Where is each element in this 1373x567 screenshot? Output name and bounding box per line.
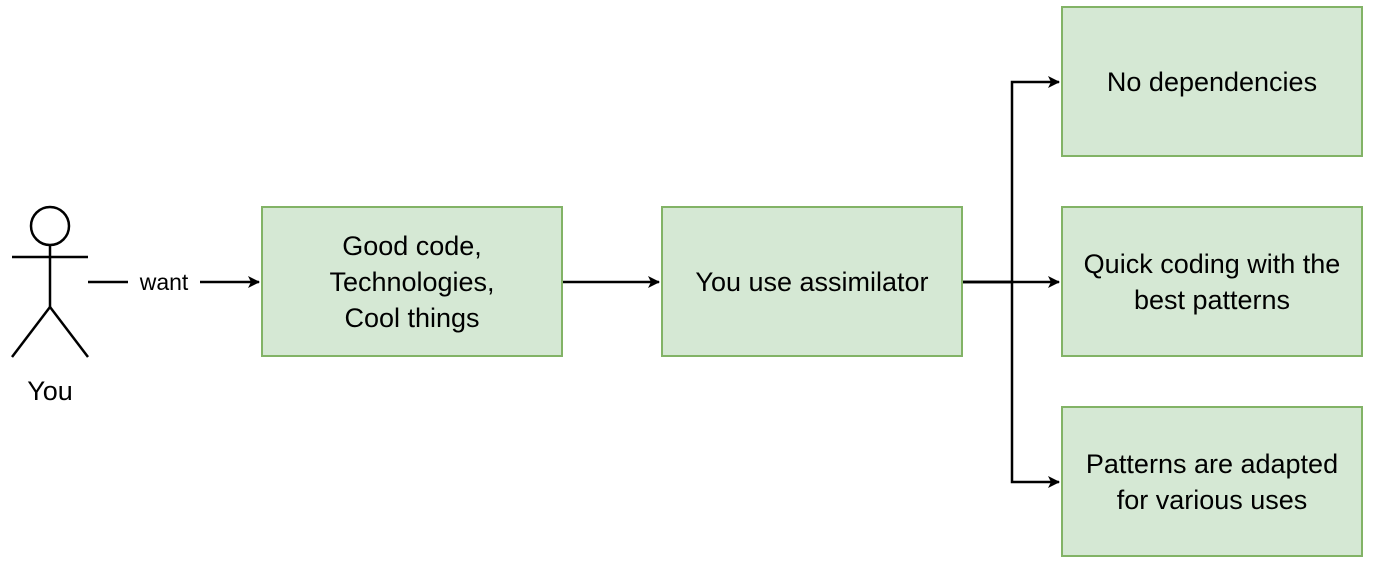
edge-assimilator-to-patterns-adapted [963,280,1060,488]
node-goals-text: Good code, Technologies, Cool things [329,228,494,336]
node-goals-line: Technologies, [329,266,495,297]
node-goals-line: Good code, [342,230,482,261]
node-goals-line: Cool things [344,302,480,333]
node-no-dependencies: No dependencies [1061,6,1363,157]
node-goals: Good code, Technologies, Cool things [261,206,563,357]
node-assimilator-text: You use assimilator [695,266,929,297]
edge-label-want: want [128,268,200,296]
node-assimilator: You use assimilator [661,206,963,357]
actor-label: You [27,376,73,406]
node-patterns-adapted-text: Patterns are adapted for various uses [1086,446,1338,518]
edge-assimilator-to-no-dependencies [963,76,1060,284]
node-patterns-adapted-line: for various uses [1116,484,1308,515]
node-quick-coding-line: best patterns [1133,284,1291,315]
node-no-dependencies-text: No dependencies [1106,66,1318,97]
node-patterns-adapted-line: Patterns are adapted [1085,448,1339,479]
node-patterns-adapted: Patterns are adapted for various uses [1061,406,1363,557]
node-quick-coding-line: Quick coding with the [1083,248,1341,279]
actor-stick-figure-icon [11,205,89,358]
node-quick-coding: Quick coding with the best patterns [1061,206,1363,357]
node-quick-coding-text: Quick coding with the best patterns [1084,246,1341,318]
